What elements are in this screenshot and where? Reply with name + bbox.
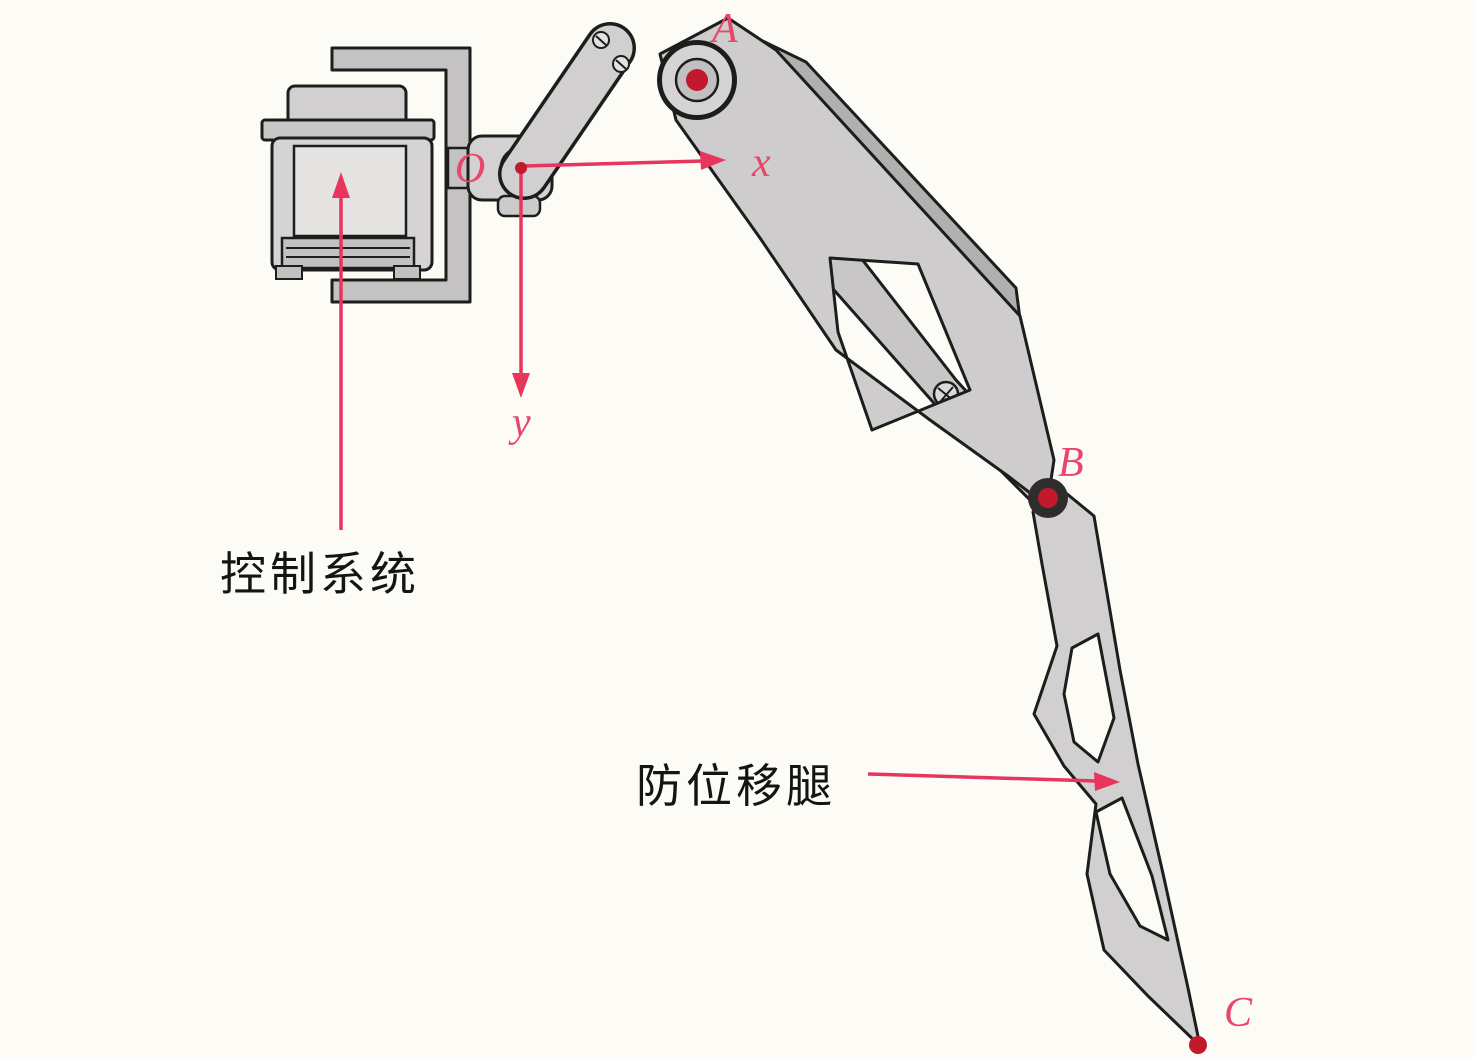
control-system-arrowhead xyxy=(332,172,350,198)
lower-leg xyxy=(1031,478,1202,1048)
point-a-dot xyxy=(686,69,708,91)
origin-label: O xyxy=(455,146,485,192)
x-axis-arrowhead xyxy=(700,151,726,170)
servo-motor xyxy=(260,46,476,304)
y-axis-label: y xyxy=(508,400,531,446)
point-markers: A B C xyxy=(686,6,1253,1054)
point-b-label: B xyxy=(1058,440,1084,486)
leg-arrowhead xyxy=(1094,772,1120,791)
coordinate-axes: O x y xyxy=(455,140,771,446)
upper-leg-front-plate xyxy=(658,16,1056,508)
screw-icon xyxy=(592,31,610,49)
y-axis-arrowhead xyxy=(512,373,530,398)
origin-dot xyxy=(515,162,527,174)
point-b-dot xyxy=(1038,488,1058,508)
control-system-label: 控制系统 xyxy=(220,549,420,600)
point-a-label: A xyxy=(709,6,738,52)
screw-icon xyxy=(612,55,630,73)
point-c-dot xyxy=(1189,1036,1207,1054)
anti-displacement-leg-label: 防位移腿 xyxy=(636,761,836,812)
control-system-annotation: 控制系统 xyxy=(220,172,420,600)
anti-displacement-leg-annotation: 防位移腿 xyxy=(636,761,1120,812)
crank-link xyxy=(498,22,636,200)
x-axis-label: x xyxy=(751,140,771,186)
point-c-label: C xyxy=(1224,990,1253,1036)
